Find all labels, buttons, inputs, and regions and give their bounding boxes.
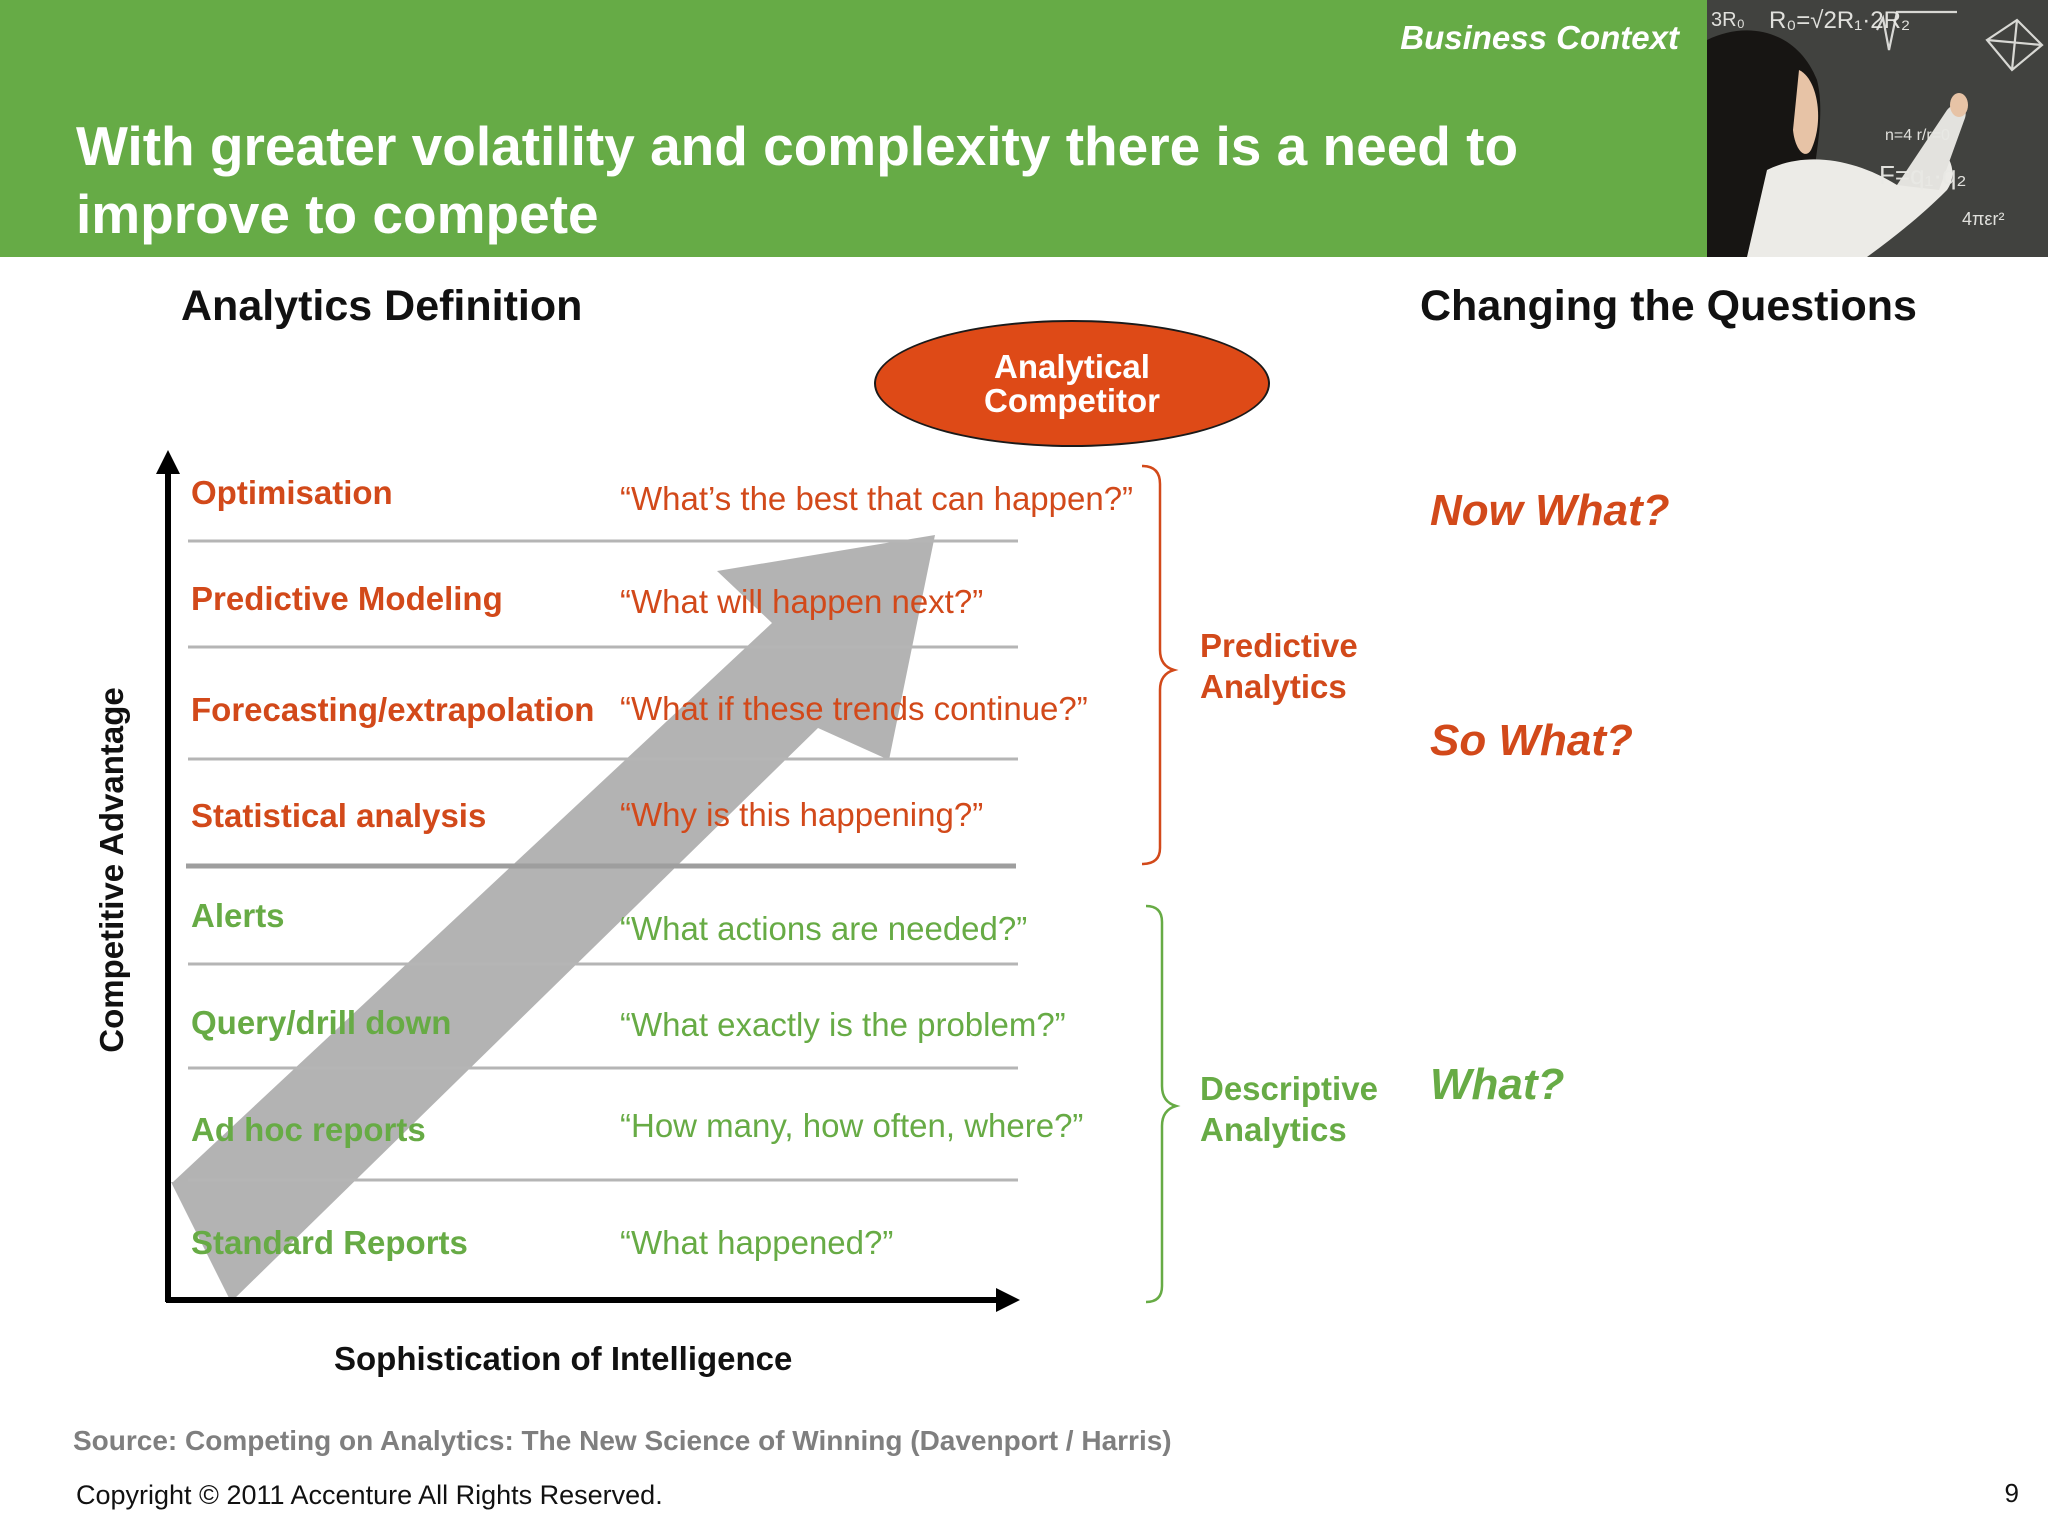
level-quote-optimisation: “What’s the best that can happen?”	[620, 480, 1134, 517]
copyright-notice: Copyright © 2011 Accenture All Rights Re…	[76, 1480, 663, 1510]
y-axis-arrowhead	[156, 450, 180, 474]
descriptive-analytics-label: Descriptive Analytics	[1200, 1070, 1378, 1148]
progress-arrow	[171, 535, 935, 1302]
analytics-definition-heading: Analytics Definition	[181, 282, 583, 330]
level-label-predictive-modeling: Predictive Modeling	[191, 580, 503, 617]
level-label-alerts: Alerts	[191, 897, 285, 934]
page-number: 9	[2004, 1478, 2019, 1508]
teacher-at-chalkboard-image: 3R₀ R₀=√2R₁·2R₂ n=4 r/r=0 F=q₁·q₂ 4πεr²	[1707, 0, 2048, 257]
level-quote-statistical-analysis: “Why is this happening?”	[620, 796, 984, 833]
descriptive-brace	[1145, 904, 1181, 1304]
section-label: Business Context	[1400, 19, 1679, 56]
x-axis-label: Sophistication of Intelligence	[334, 1340, 793, 1377]
level-quote-standard-reports: “What happened?”	[620, 1224, 894, 1261]
level-quote-predictive-modeling: “What will happen next?”	[620, 583, 984, 620]
axes	[156, 450, 1020, 1312]
question-so-what: So What?	[1430, 716, 1633, 765]
level-quote-query-drill-down: “What exactly is the problem?”	[620, 1006, 1066, 1043]
formula-text: F=q₁·q₂	[1879, 160, 1967, 190]
level-label-standard-reports: Standard Reports	[191, 1224, 468, 1261]
level-label-query-drill-down: Query/drill down	[191, 1004, 452, 1041]
question-now-what: Now What?	[1430, 486, 1670, 535]
level-label-optimisation: Optimisation	[191, 474, 393, 511]
chalkboard-photo: 3R₀ R₀=√2R₁·2R₂ n=4 r/r=0 F=q₁·q₂ 4πεr²	[1707, 0, 2048, 257]
level-label-forecasting: Forecasting/extrapolation	[191, 691, 595, 728]
header-banner: Business Context With greater volatility…	[0, 0, 1707, 257]
formula-text: n=4 r/r=0	[1885, 127, 1950, 144]
analytical-competitor-node: Analytical Competitor	[874, 320, 1270, 447]
level-quote-alerts: “What actions are needed?”	[620, 910, 1028, 947]
formula-text: R₀=√2R₁·2R₂	[1769, 7, 1910, 34]
formula-text: 3R₀	[1711, 9, 1745, 31]
source-citation: Source: Competing on Analytics: The New …	[73, 1425, 1172, 1456]
y-axis-label: Competitive Advantage	[93, 687, 130, 1053]
question-what: What?	[1430, 1060, 1565, 1109]
x-axis-arrowhead	[996, 1288, 1020, 1312]
changing-questions-heading: Changing the Questions	[1420, 282, 1917, 330]
formula-text: 4πεr²	[1962, 209, 2004, 229]
level-quote-ad-hoc-reports: “How many, how often, where?”	[620, 1107, 1084, 1144]
level-quote-forecasting: “What if these trends continue?”	[620, 690, 1088, 727]
slide-title: With greater volatility and complexity t…	[76, 115, 1519, 245]
predictive-analytics-label: Predictive Analytics	[1200, 627, 1358, 705]
level-label-statistical-analysis: Statistical analysis	[191, 797, 487, 834]
level-label-ad-hoc-reports: Ad hoc reports	[191, 1111, 426, 1148]
row-dividers	[186, 539, 1018, 1182]
predictive-brace	[1141, 464, 1179, 866]
